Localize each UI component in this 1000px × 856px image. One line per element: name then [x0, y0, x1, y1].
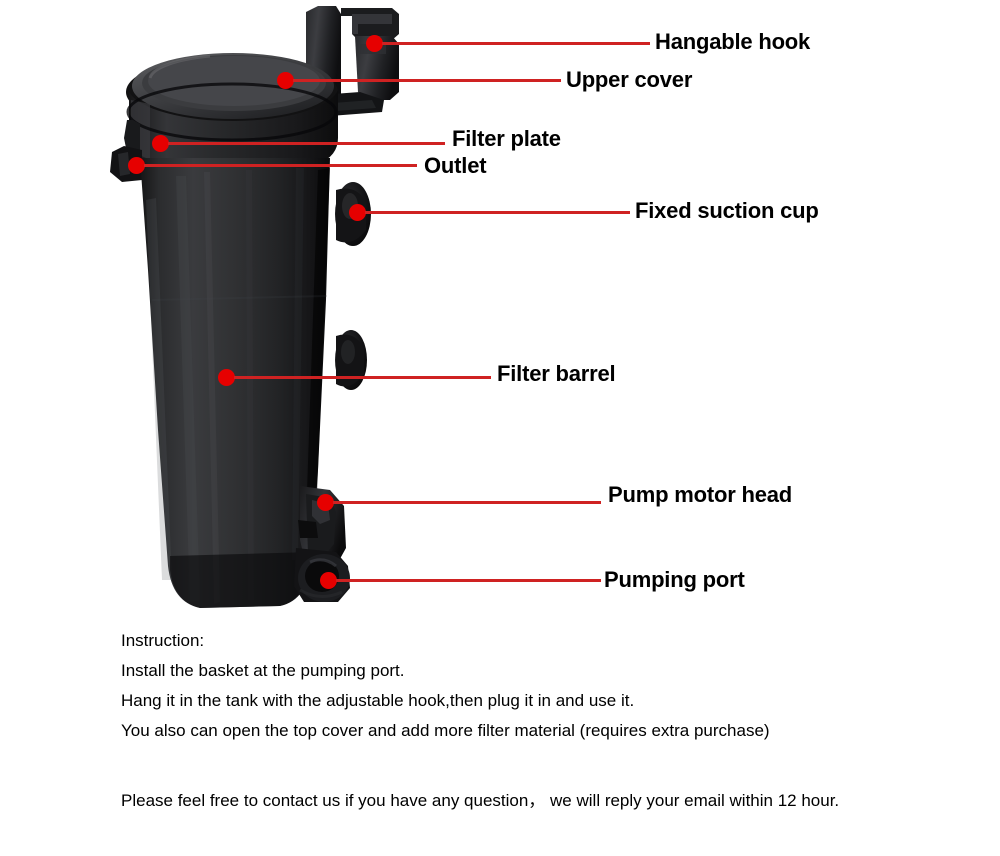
- callout-line-upper-cover: [293, 79, 561, 82]
- callout-label-filter-barrel: Filter barrel: [497, 361, 616, 386]
- callout-label-fixed-suction-cup: Fixed suction cup: [635, 198, 819, 223]
- callout-dot-fixed-suction-cup: [349, 204, 366, 221]
- callout-label-outlet: Outlet: [424, 153, 487, 178]
- callout-line-pump-motor-head: [333, 501, 601, 504]
- callout-dot-pumping-port: [320, 572, 337, 589]
- product-illustration: [0, 0, 460, 640]
- filter-unit-drawing: [110, 6, 399, 608]
- callout-line-filter-barrel: [234, 376, 491, 379]
- callout-line-outlet: [144, 164, 417, 167]
- callout-line-filter-plate: [168, 142, 445, 145]
- instruction-line-3: You also can open the top cover and add …: [121, 721, 770, 740]
- instruction-line-1: Install the basket at the pumping port.: [121, 661, 405, 680]
- contact-note: Please feel free to contact us if you ha…: [121, 791, 840, 810]
- instructions-heading: Instruction:: [121, 631, 205, 650]
- callout-dot-hangable-hook: [366, 35, 383, 52]
- callout-dot-outlet: [128, 157, 145, 174]
- callout-dot-upper-cover: [277, 72, 294, 89]
- callout-dot-filter-barrel: [218, 369, 235, 386]
- filter-barrel-part: [140, 158, 330, 608]
- filter-plate-part: [124, 82, 338, 164]
- callout-label-upper-cover: Upper cover: [566, 67, 693, 92]
- callout-dot-pump-motor-head: [317, 494, 334, 511]
- callout-dot-filter-plate: [152, 135, 169, 152]
- callout-label-pumping-port: Pumping port: [604, 567, 745, 592]
- callout-label-hangable-hook: Hangable hook: [655, 29, 811, 54]
- callout-line-pumping-port: [336, 579, 601, 582]
- instruction-line-2: Hang it in the tank with the adjustable …: [121, 691, 635, 710]
- callout-line-fixed-suction-cup: [365, 211, 630, 214]
- callout-label-filter-plate: Filter plate: [452, 126, 561, 151]
- instructions-block: Instruction: Install the basket at the p…: [121, 626, 941, 746]
- upper-cover-part: [126, 53, 338, 128]
- callout-label-pump-motor-head: Pump motor head: [608, 482, 793, 507]
- callout-line-hangable-hook: [382, 42, 650, 45]
